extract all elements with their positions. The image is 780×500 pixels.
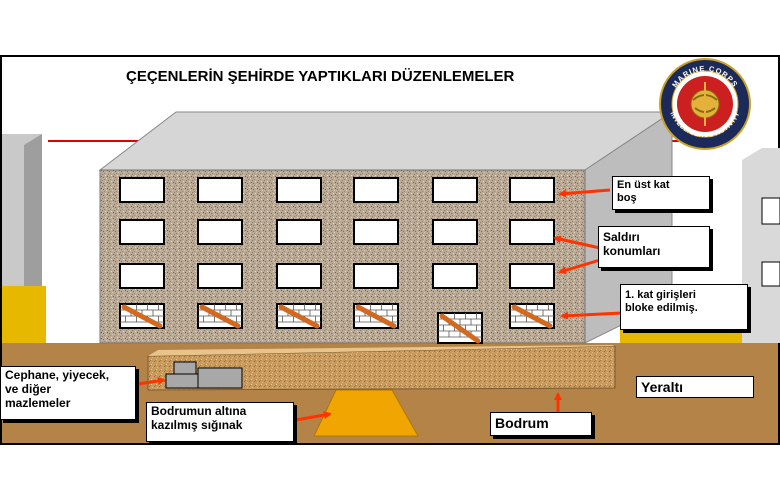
window: [119, 219, 165, 245]
blocked-entrances: [119, 303, 555, 344]
label-line: Saldırı: [603, 230, 640, 244]
label-line: 1. kat girişleri: [625, 289, 696, 301]
window: [432, 219, 478, 245]
label-supplies: Cephane, yiyecek, ve diğer mazlemeler: [0, 366, 136, 420]
window: [119, 263, 165, 289]
label-blocked-entrances: 1. kat girişleri bloke edilmiş.: [620, 284, 748, 330]
label-line: kazılmış sığınak: [151, 417, 243, 432]
window: [276, 177, 322, 203]
blocked-opening: [509, 303, 555, 329]
label-basement: Bodrum: [490, 412, 592, 436]
window: [197, 177, 243, 203]
supply-box: [165, 373, 203, 389]
right-building-window: [761, 197, 780, 225]
building-facade: [99, 169, 586, 344]
label-top-floor-empty: En üst kat boş: [612, 176, 710, 210]
right-building-window: [761, 261, 780, 287]
window: [509, 177, 555, 203]
label-line: Bodrumun altına: [151, 404, 247, 418]
marine-corps-emblem: MARINE CORPS INTELLIGENCE ACTIVITY: [659, 58, 751, 150]
label-line: boş: [617, 191, 637, 204]
window: [432, 263, 478, 289]
label-line: En üst kat: [617, 179, 670, 191]
label-line: bloke edilmiş.: [625, 301, 698, 314]
underground-shelter: [313, 389, 419, 437]
window: [509, 219, 555, 245]
blocked-opening: [276, 303, 322, 329]
window: [276, 263, 322, 289]
building-roof: [98, 111, 674, 171]
left-yellow-strip: [2, 286, 46, 343]
right-building: [742, 148, 780, 343]
building-windows: [119, 177, 555, 289]
label-line: konumları: [603, 243, 661, 258]
blocked-opening: [197, 303, 243, 329]
arrow-shelter: [295, 411, 332, 422]
label-line: Bodrum: [495, 415, 549, 431]
arrow-firing-position-2: [558, 258, 601, 275]
window: [509, 263, 555, 289]
label-line: ve diğer: [5, 381, 52, 396]
window: [197, 263, 243, 289]
basement-slab-top: [148, 345, 615, 356]
window: [197, 219, 243, 245]
window: [119, 177, 165, 203]
window: [432, 177, 478, 203]
window: [353, 263, 399, 289]
label-firing-positions: Saldırı konumları: [598, 226, 710, 268]
label-underground: Yeraltı: [636, 376, 754, 398]
label-line: mazlemeler: [5, 395, 71, 410]
page-title: ÇEÇENLERİN ŞEHİRDE YAPTIKLARI DÜZENLEMEL…: [126, 68, 515, 85]
window: [353, 219, 399, 245]
window: [353, 177, 399, 203]
blocked-opening: [437, 312, 483, 344]
arrow-top-floor: [558, 188, 611, 198]
basement-slab: [147, 345, 616, 391]
blocked-opening: [353, 303, 399, 329]
label-shelter: Bodrumun altına kazılmış sığınak: [146, 402, 294, 442]
window: [276, 219, 322, 245]
supply-box: [197, 367, 243, 389]
label-line: Cephane, yiyecek,: [5, 368, 110, 382]
arrow-supplies: [137, 376, 166, 386]
blocked-opening: [119, 303, 165, 329]
arrow-firing-position-1: [553, 235, 601, 250]
arrow-blocked-entrance: [560, 311, 623, 320]
label-line: Yeraltı: [641, 379, 684, 395]
